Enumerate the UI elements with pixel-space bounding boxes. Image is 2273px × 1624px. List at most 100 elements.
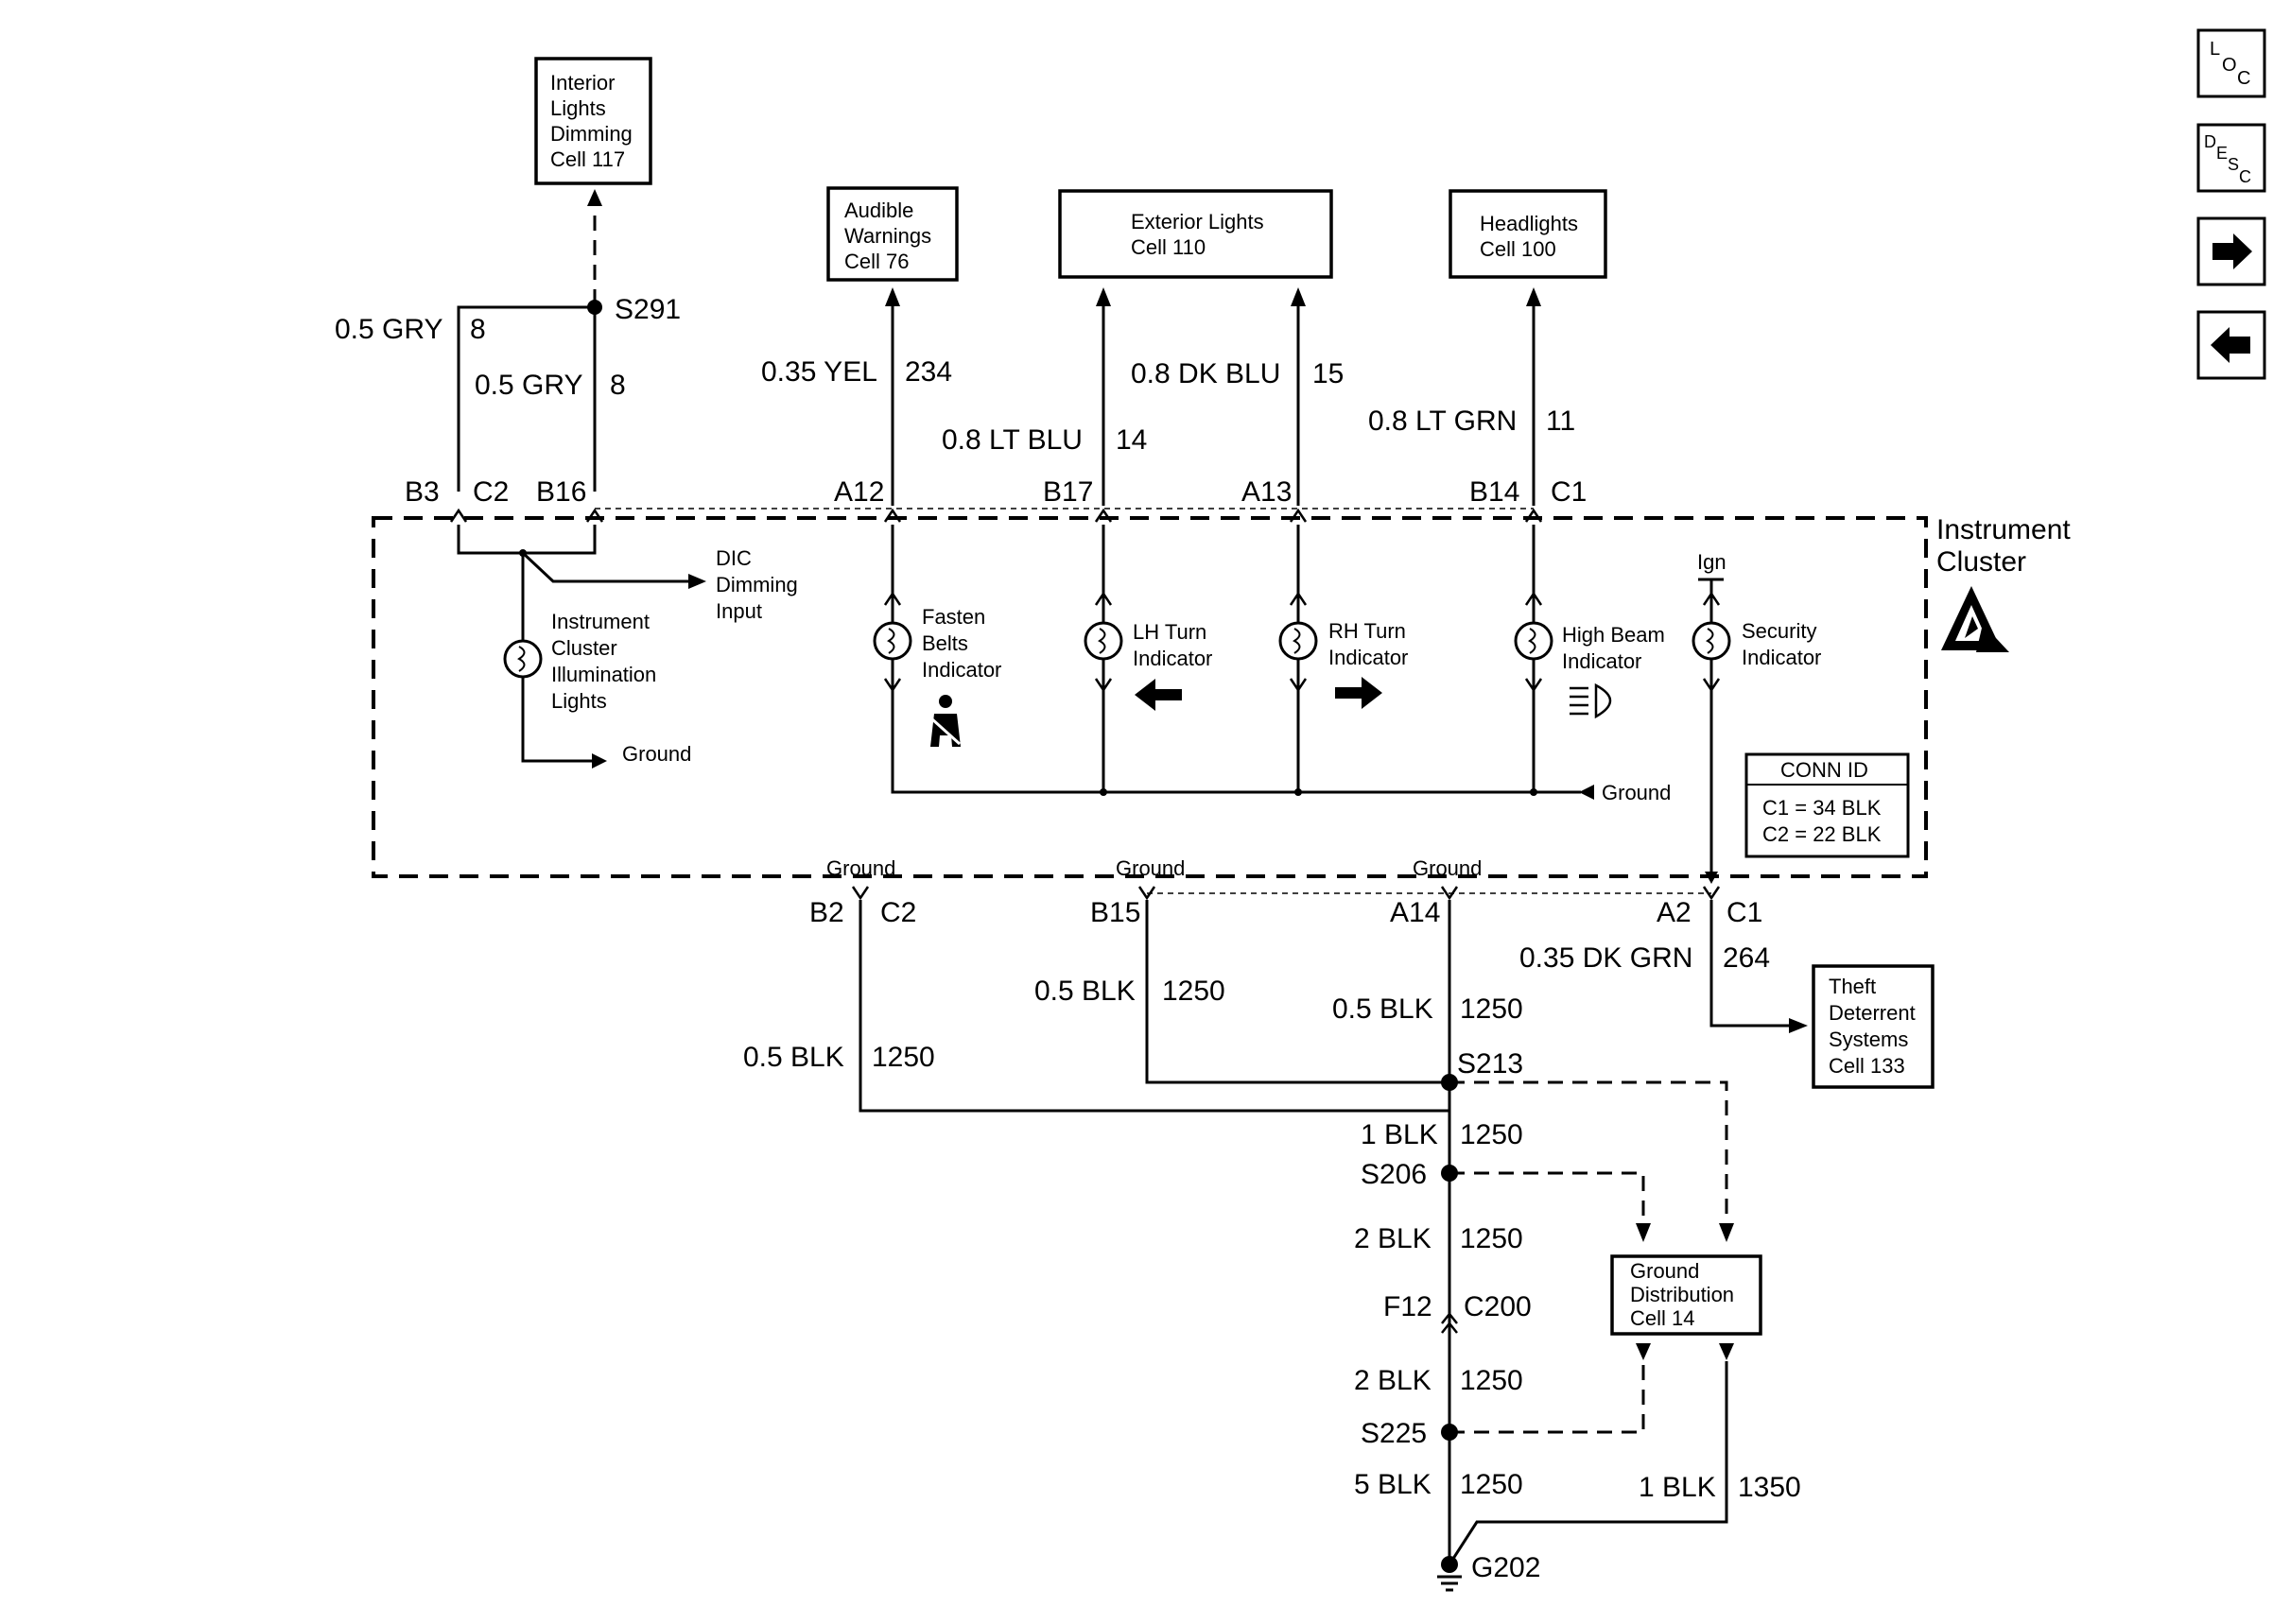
chevron-up-icon <box>883 591 902 606</box>
audible-warnings-box[interactable]: Audible Warnings Cell 76 <box>826 186 959 282</box>
wire-blk-5-circuit: 1250 <box>1460 1469 1523 1500</box>
svg-text:Cell 14: Cell 14 <box>1630 1306 1694 1330</box>
high-beam-symbol-icon <box>1570 682 1612 719</box>
conn-id-c2: C2 = 22 BLK <box>1762 822 1882 846</box>
security-bulb-icon <box>1692 621 1731 661</box>
connector-c200-chevrons <box>1441 1311 1458 1334</box>
loc-button[interactable]: L O C <box>2196 28 2266 98</box>
high-beam-label-2: Indicator <box>1562 649 1641 673</box>
chevron-up-icon <box>1524 591 1543 606</box>
chevron-down-icon <box>1094 678 1113 693</box>
rh-turn-label: RH Turn <box>1328 619 1406 643</box>
desc-button[interactable]: D E S C <box>2196 123 2266 193</box>
theft-deterrent-box[interactable]: Theft Deterrent Systems Cell 133 <box>1812 964 1935 1089</box>
dash-s213-ground-dist <box>1449 1080 1728 1225</box>
arrow-down-icon <box>1636 1343 1651 1360</box>
wire-dic-dimming <box>521 551 690 583</box>
wire-yel-gauge: 0.35 YEL <box>761 356 877 388</box>
wire-lt-blu-circuit: 14 <box>1116 424 1147 456</box>
pin-c200: C200 <box>1464 1291 1532 1322</box>
pin-c2-top: C2 <box>473 476 509 508</box>
arrow-up-icon <box>1096 287 1111 306</box>
previous-page-button[interactable] <box>2196 310 2266 380</box>
wire-gry-right-gauge: 0.5 GRY <box>475 370 583 401</box>
fasten-belts-bulb-icon <box>873 621 912 661</box>
rh-turn-label-2: Indicator <box>1328 646 1408 669</box>
ground-g202-label: G202 <box>1471 1552 1540 1583</box>
wire-blk-b2-circuit: 1250 <box>872 1042 935 1073</box>
wire-dimming-bus <box>457 525 597 555</box>
pin-b2: B2 <box>809 897 844 928</box>
chevron-down-icon <box>1289 678 1308 693</box>
splice-s206-label: S206 <box>1361 1159 1427 1190</box>
pin-a13: A13 <box>1241 476 1292 508</box>
chevron-up-icon <box>1702 591 1721 606</box>
security-label-2: Indicator <box>1742 646 1821 669</box>
wire-indicator-ground <box>891 525 1581 794</box>
wire-blk-1350-circuit: 1350 <box>1738 1472 1801 1503</box>
dic-label-2: Dimming <box>716 573 798 596</box>
wire-yel-circuit: 234 <box>905 356 952 388</box>
svg-text:E: E <box>2216 144 2228 163</box>
arrow-up-icon <box>885 287 900 306</box>
svg-text:Lights: Lights <box>550 96 606 120</box>
svg-text:Cell 76: Cell 76 <box>844 250 909 273</box>
arrow-down-icon <box>1705 872 1718 884</box>
junction-dot <box>1530 788 1537 796</box>
exterior-lights-box[interactable]: Exterior Lights Cell 110 <box>1058 189 1333 279</box>
interior-lights-dimming-box[interactable]: Interior Lights Dimming Cell 117 <box>534 57 652 185</box>
wire-dk-blu-circuit: 15 <box>1312 358 1344 389</box>
svg-text:Cell 133: Cell 133 <box>1829 1054 1905 1078</box>
svg-text:Warnings: Warnings <box>844 224 931 248</box>
wire-blk-2b-circuit: 1250 <box>1460 1365 1523 1396</box>
conn-id-box: CONN ID C1 = 34 BLK C2 = 22 BLK <box>1744 752 1910 858</box>
pin-b3: B3 <box>405 476 440 508</box>
wire-blk-2a-gauge: 2 BLK <box>1354 1223 1431 1254</box>
svg-text:O: O <box>2222 55 2237 76</box>
pin-a12: A12 <box>834 476 884 508</box>
svg-text:D: D <box>2204 132 2216 151</box>
ground-left-label: Ground <box>622 742 691 766</box>
wire-blk-1350-gauge: 1 BLK <box>1639 1472 1716 1503</box>
instrument-cluster-title-2: Cluster <box>1936 546 2026 578</box>
pin-b16: B16 <box>536 476 586 508</box>
pin-b17: B17 <box>1043 476 1093 508</box>
svg-text:Cell 110: Cell 110 <box>1131 235 1206 259</box>
high-beam-bulb-icon <box>1514 621 1553 661</box>
pin-c1-bottom: C1 <box>1726 897 1762 928</box>
pin-c1-top: C1 <box>1551 476 1587 508</box>
dic-label: DIC <box>716 546 752 570</box>
wire-blk-1-gauge: 1 BLK <box>1361 1119 1438 1150</box>
ground-distribution-box[interactable]: Ground Distribution Cell 14 <box>1610 1254 1762 1336</box>
wire-lt-blu-gauge: 0.8 LT BLU <box>942 424 1083 456</box>
wire-gry-left-circuit: 8 <box>470 314 486 345</box>
arrow-left-icon <box>592 753 607 769</box>
wire-dk-grn-circuit: 264 <box>1723 942 1770 974</box>
headlights-box[interactable]: Headlights Cell 100 <box>1449 189 1607 279</box>
svg-text:Dimming: Dimming <box>550 122 633 146</box>
chevron-up-icon <box>1094 591 1113 606</box>
wire-blk-5-gauge: 5 BLK <box>1354 1469 1431 1500</box>
ground-right-label: Ground <box>1602 781 1671 804</box>
ign-label: Ign <box>1697 550 1726 574</box>
next-page-button[interactable] <box>2196 216 2266 286</box>
wire-lt-grn-gauge: 0.8 LT GRN <box>1368 406 1517 437</box>
connector-chevrons-bottom <box>851 886 1721 901</box>
dash-s206-ground-dist <box>1449 1171 1645 1225</box>
svg-text:Ground: Ground <box>1630 1259 1699 1283</box>
conn-id-c1: C1 = 34 BLK <box>1762 796 1882 820</box>
wire-blk-a14-circuit: 1250 <box>1460 993 1523 1025</box>
illumination-bulb-icon <box>503 639 543 679</box>
lh-turn-label: LH Turn <box>1133 620 1206 644</box>
illumination-label-3: Illumination <box>551 663 656 686</box>
arrow-down-icon <box>1636 1223 1651 1242</box>
wire-dk-grn-gauge: 0.35 DK GRN <box>1519 942 1692 974</box>
arrow-right-icon <box>688 574 706 589</box>
chevron-down-icon <box>1702 678 1721 693</box>
rh-turn-bulb-icon <box>1278 621 1318 661</box>
svg-text:Distribution: Distribution <box>1630 1283 1734 1306</box>
instrument-cluster-boundary <box>372 516 1928 878</box>
splice-s225-label: S225 <box>1361 1418 1427 1449</box>
lh-turn-label-2: Indicator <box>1133 647 1212 670</box>
